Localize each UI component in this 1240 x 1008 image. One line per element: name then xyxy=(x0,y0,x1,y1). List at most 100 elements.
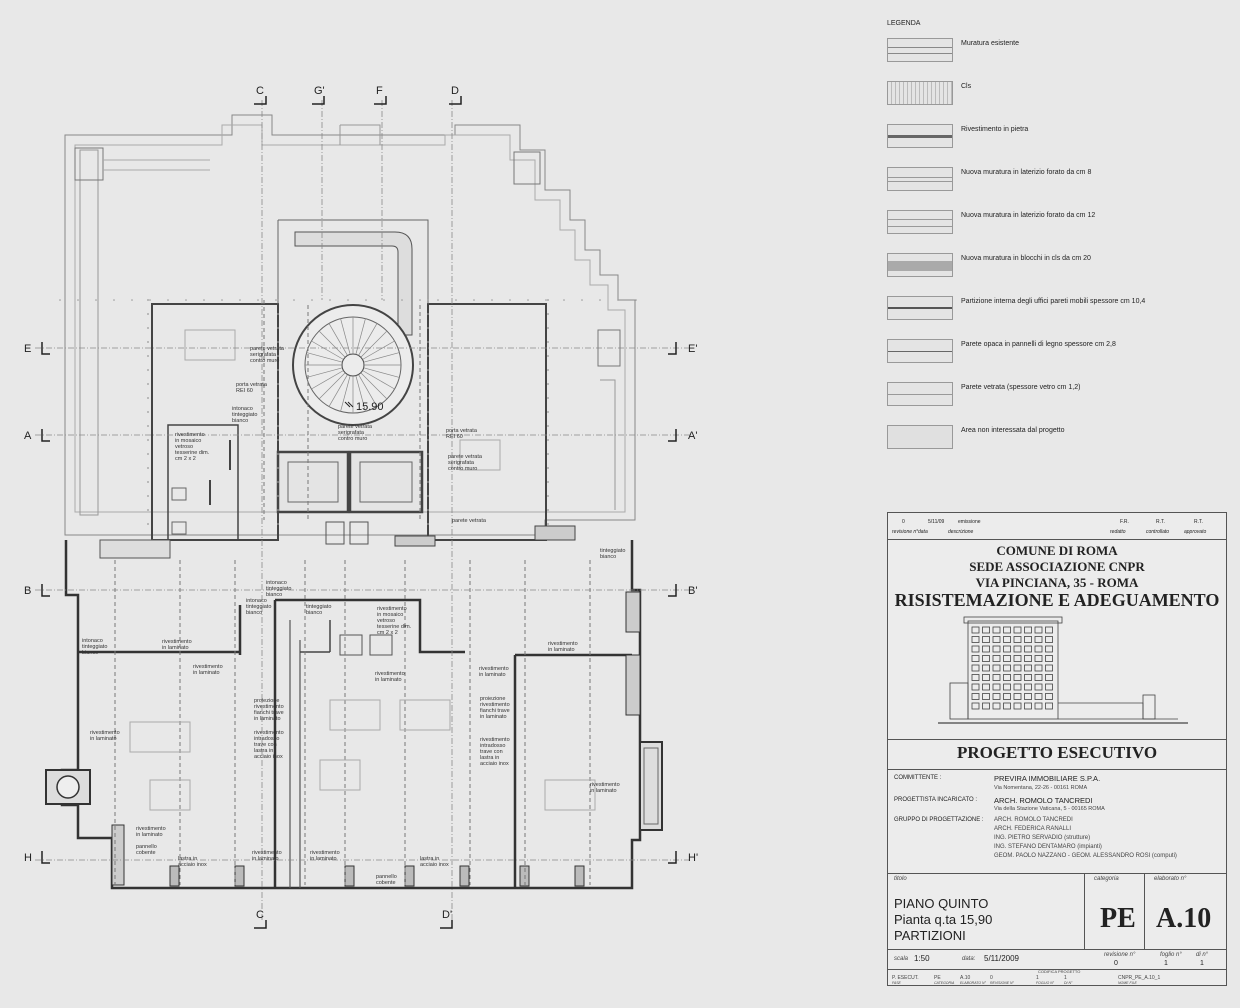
legend-label: Area non interessata dal progetto xyxy=(961,427,1065,434)
revision-value: 5/11/09 xyxy=(928,519,945,525)
legend-item: Area non interessata dal progetto xyxy=(887,417,1227,453)
code-header: DI N° xyxy=(1064,981,1073,985)
legend-title: LEGENDA xyxy=(887,20,921,27)
titolo-line-2: Pianta q.ta 15,90 xyxy=(894,912,993,927)
categoria-code: PE xyxy=(1100,903,1136,934)
gruppo-member-1: ARCH. ROMOLO TANCREDI xyxy=(994,817,1073,823)
section-mark: E xyxy=(24,343,31,355)
scala-label: scala xyxy=(894,956,909,962)
legend-item: Nuova muratura in blocchi in cls da cm 2… xyxy=(887,245,1227,281)
legend-item: Muratura esistente xyxy=(887,30,1227,66)
revision-value: 0 xyxy=(902,519,905,525)
committente-address: Via Nomentana, 22-26 - 00161 ROMA xyxy=(994,785,1088,791)
code-header: NOME FILE xyxy=(1118,981,1137,985)
section-mark: H xyxy=(24,852,32,864)
section-mark: A' xyxy=(688,430,697,442)
legend-label: Cls xyxy=(961,83,972,90)
legend-item: Cls xyxy=(887,73,1227,109)
legend-label: Rivestimento in pietra xyxy=(961,126,1029,133)
code-header: ELABORATO N° xyxy=(960,981,986,985)
legend-label: Nuova muratura in laterizio forato da cm… xyxy=(961,212,1096,219)
elaborato-label: elaborato n° xyxy=(1154,876,1187,882)
legend-swatch xyxy=(887,124,953,148)
legend-label: Nuova muratura in laterizio forato da cm… xyxy=(961,169,1092,176)
project-title: RISISTEMAZIONE E ADEGUAMENTO xyxy=(894,590,1220,610)
code-value: P. ESECUT. xyxy=(892,975,919,981)
terrace-outline xyxy=(64,114,636,536)
code-value: 0 xyxy=(990,975,993,981)
section-mark: E' xyxy=(688,343,697,355)
elaborato-code: A.10 xyxy=(1156,903,1212,934)
foglio-label: foglio n° xyxy=(1160,952,1182,958)
section-mark: B xyxy=(24,585,31,597)
titolo-line-3: PARTIZIONI xyxy=(894,928,966,943)
legend-swatch xyxy=(887,425,953,449)
legend-item: Nuova muratura in laterizio forato da cm… xyxy=(887,159,1227,195)
room-upper-left xyxy=(151,303,279,541)
legend-item: Parete vetrata (spessore vetro cm 1,2) xyxy=(887,374,1227,410)
revisione: 0 xyxy=(1114,960,1118,967)
section-mark: G' xyxy=(314,85,325,97)
client-line-1: COMUNE DI ROMA xyxy=(996,543,1118,558)
committente-label: COMMITTENTE : xyxy=(894,775,942,781)
code-value: 1 xyxy=(1064,975,1067,981)
legend-item: Partizione interna degli uffici pareti m… xyxy=(887,288,1227,324)
legend-item: Rivestimento in pietra xyxy=(887,116,1227,152)
legend-swatch xyxy=(887,210,953,234)
titolo-line-1: PIANO QUINTO xyxy=(894,896,989,911)
legend-swatch xyxy=(887,339,953,363)
code-value: PE xyxy=(934,975,941,981)
legend-item: Parete opaca in pannelli di legno spesso… xyxy=(887,331,1227,367)
gruppo-member-2: ARCH. FEDERICA RANALLI xyxy=(994,826,1072,832)
code-value: A.10 xyxy=(960,975,971,981)
scala: 1:50 xyxy=(914,954,930,963)
revision-value: R.T. xyxy=(1194,519,1203,525)
revision-header: redatto xyxy=(1110,529,1126,535)
section-mark: B' xyxy=(688,585,697,597)
legend-swatch xyxy=(887,167,953,191)
section-mark: H' xyxy=(688,852,698,864)
legend-label: Nuova muratura in blocchi in cls da cm 2… xyxy=(961,255,1091,262)
gruppo-label: GRUPPO DI PROGETTAZIONE : xyxy=(894,817,984,823)
lift-right xyxy=(348,450,424,514)
building-elevation-drawing xyxy=(938,616,1188,724)
revision-value: F.R. xyxy=(1120,519,1129,525)
legend-swatch xyxy=(887,81,953,105)
code-header: REVISIONE N° xyxy=(990,981,1014,985)
legend-swatch xyxy=(887,253,953,277)
section-mark: C xyxy=(256,909,264,921)
revision-header: revisione n° xyxy=(892,529,919,535)
legend-item: Nuova muratura in laterizio forato da cm… xyxy=(887,202,1227,238)
code-header: FOGLIO N° xyxy=(1036,981,1055,985)
legend-label: Parete vetrata (spessore vetro cm 1,2) xyxy=(961,384,1081,391)
revision-value: R.T. xyxy=(1156,519,1165,525)
revision-header: controllato xyxy=(1146,529,1170,535)
code-header: FASE xyxy=(892,981,901,985)
code-value: CNPR_PE_A.10_1 xyxy=(1118,975,1161,981)
revision-header: data xyxy=(918,529,928,535)
data: 5/11/2009 xyxy=(984,954,1019,963)
committente: PREVIRA IMMOBILIARE S.P.A. xyxy=(994,774,1101,783)
gruppo-member-3: ING. PIETRO SERVADIO (strutture) xyxy=(994,835,1091,841)
